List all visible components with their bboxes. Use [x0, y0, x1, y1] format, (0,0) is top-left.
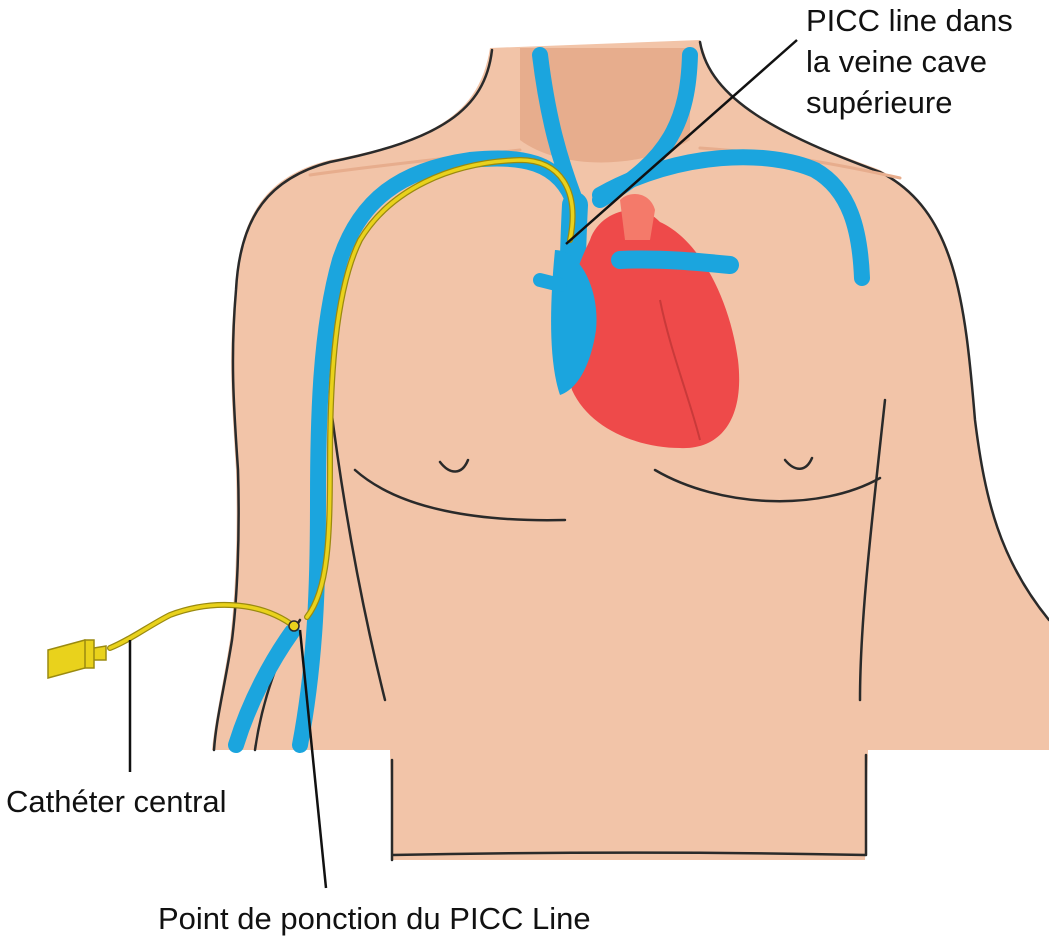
torso-outline-left	[212, 48, 494, 752]
torso-outline-bottom	[390, 753, 868, 862]
label-picc-svc-line-2: la veine cave	[806, 44, 987, 79]
label-central-catheter: Cathéter central	[6, 784, 227, 819]
picc-line	[305, 158, 575, 619]
armpit-right	[858, 398, 887, 702]
hub-ring	[84, 639, 95, 669]
torso-body	[212, 40, 1049, 860]
puncture-marker	[288, 620, 300, 632]
leader-puncture-point	[298, 629, 328, 889]
armpit-left	[328, 398, 387, 702]
label-picc-svc-line-3: supérieure	[806, 85, 953, 120]
pectoral-left	[353, 468, 567, 522]
label-picc-svc: PICC line dans la veine cave supérieure	[806, 0, 1013, 123]
vein-subclavian-left	[292, 150, 583, 753]
pulmonary-artery	[611, 250, 739, 274]
label-puncture-point: Point de ponction du PICC Line	[158, 901, 591, 936]
vein-subclavian-right	[592, 149, 870, 286]
label-picc-svc-line-1: PICC line dans	[806, 3, 1013, 38]
leader-lines	[128, 39, 798, 889]
leader-picc-svc	[565, 39, 798, 245]
catheter-hub-icon	[47, 639, 107, 679]
heart-vein-stub	[533, 273, 567, 292]
vein-basilic	[228, 624, 300, 753]
torso-outline-right	[698, 40, 1049, 622]
nipple-right	[783, 456, 814, 470]
pectoral-right	[653, 468, 882, 503]
picc-catheter	[47, 156, 576, 679]
nipple-left	[438, 458, 470, 473]
neck-shadow	[520, 48, 690, 163]
heart-aorta	[620, 194, 655, 240]
torso-illustration	[212, 40, 1049, 862]
heart-line	[659, 299, 701, 441]
external-catheter	[108, 603, 297, 650]
heart-illustration	[533, 194, 740, 449]
hub-body	[47, 639, 107, 679]
